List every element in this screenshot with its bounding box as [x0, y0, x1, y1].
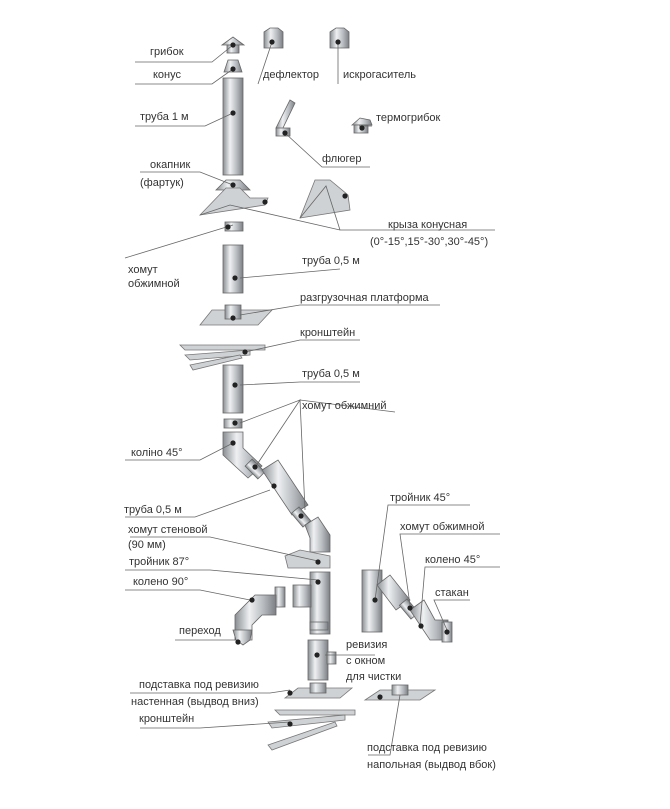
label-deflektor: дефлектор: [263, 69, 319, 81]
label-khomut-obzhimniy: хомут обжимний: [302, 400, 387, 412]
label-khomut: хомут: [128, 264, 158, 276]
label-kronshtein-a: кронштейн: [300, 327, 355, 339]
label-truba-05-c: труба 0,5 м: [124, 504, 182, 516]
label-termogribok: термогрибок: [376, 112, 441, 124]
label-khomut-stenovoy-size: (90 мм): [128, 539, 166, 551]
bracket-b: [267, 709, 356, 751]
label-truba-05-b: труба 0,5 м: [302, 368, 360, 380]
label-okapnik: окапник: [150, 159, 190, 171]
label-kronshtein-b: кронштейн: [139, 713, 194, 725]
stand-wall: [283, 682, 354, 699]
label-troynik-45: тройник 45°: [390, 492, 450, 504]
stand-floor: [363, 684, 437, 701]
platform-part: [199, 304, 273, 326]
label-troynik-87: тройник 87°: [129, 556, 189, 568]
label-okapnik-fartuk: (фартук): [140, 177, 184, 189]
label-stakan: стакан: [435, 587, 469, 599]
label-gribok: грибок: [150, 46, 184, 58]
label-podstavka-nastennaya: подставка под ревизию: [139, 679, 259, 691]
elbow-lower: [304, 516, 331, 553]
pipe-05-b: [222, 364, 244, 414]
label-platforma: разгрузочная платформа: [300, 292, 430, 304]
tee-45: [361, 569, 411, 633]
konus-part: [223, 59, 243, 73]
label-kryza-angles: (0°-15°,15°-30°,30°-45°): [370, 236, 488, 248]
label-khomut-obzhimnoy: обжимной: [128, 278, 180, 290]
pipe-05-a: [222, 244, 244, 294]
label-podstavka-napolnaya-2: напольная (выдвод вбок): [367, 759, 496, 771]
label-reviziya: ревизия: [346, 639, 387, 651]
leader-lines: [124, 41, 500, 756]
tee-87: [292, 571, 331, 635]
pipe-05-c: [261, 459, 309, 516]
label-iskrogasitel: искрогаситель: [343, 69, 416, 81]
clamp-1: [224, 221, 244, 232]
label-khomut-obzhimnoy-right: хомут обжимной: [400, 521, 484, 533]
label-khomut-stenovoy: хомут стеновой: [128, 524, 207, 536]
label-podstavka-napolnaya: подставка под ревизию: [367, 742, 487, 754]
marker-dots: [225, 39, 450, 727]
label-reviziya-okno: с окном: [346, 655, 385, 667]
clamp-6: [309, 621, 329, 631]
label-perekhod: переход: [179, 625, 221, 637]
label-kolino-45: коліно 45°: [131, 447, 183, 459]
elbow-45-right: [409, 599, 449, 641]
label-kryza: крыза конусная: [388, 219, 467, 231]
kryza-cone-1: [198, 187, 269, 216]
label-truba-1m: труба 1 м: [140, 111, 189, 123]
label-konus: конус: [153, 69, 182, 81]
label-podstavka-nastennaya-2: настенная (выдвод вниз): [131, 696, 259, 708]
kryza-cone-2: [299, 179, 351, 219]
label-truba-05-a: труба 0,5 м: [302, 255, 360, 267]
bracket-a: [179, 344, 266, 371]
revision-part: [307, 639, 337, 681]
pipe-1m: [222, 77, 244, 176]
label-reviziya-chistka: для чистки: [346, 671, 401, 683]
label-koleno-45-right: колено 45°: [425, 554, 480, 566]
label-flyuger: флюгер: [322, 153, 361, 165]
clamp-5: [274, 586, 286, 608]
iskrogasitel-part: [329, 27, 350, 49]
deflektor-part: [263, 27, 284, 49]
label-koleno-90: колено 90°: [133, 576, 188, 588]
